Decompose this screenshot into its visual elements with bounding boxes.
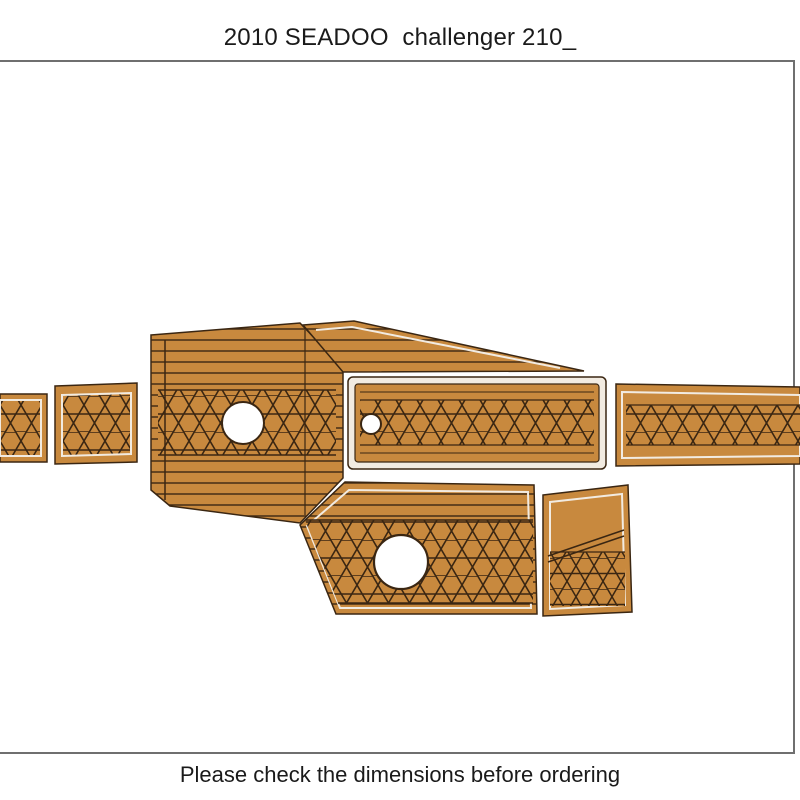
- pad-right: [615, 383, 800, 467]
- pad-helm: [150, 322, 344, 524]
- disclaimer-text: Please check the dimensions before order…: [179, 762, 621, 787]
- pad-lower-right: [542, 484, 633, 617]
- pad-center: [347, 376, 607, 470]
- pad-wedge: [301, 320, 585, 373]
- pad-small-left: [54, 382, 138, 465]
- product-title: 2010 SEADOO challenger 210_: [223, 24, 577, 51]
- pad-left-edge: [0, 393, 48, 463]
- pad-lower-center: [299, 481, 538, 615]
